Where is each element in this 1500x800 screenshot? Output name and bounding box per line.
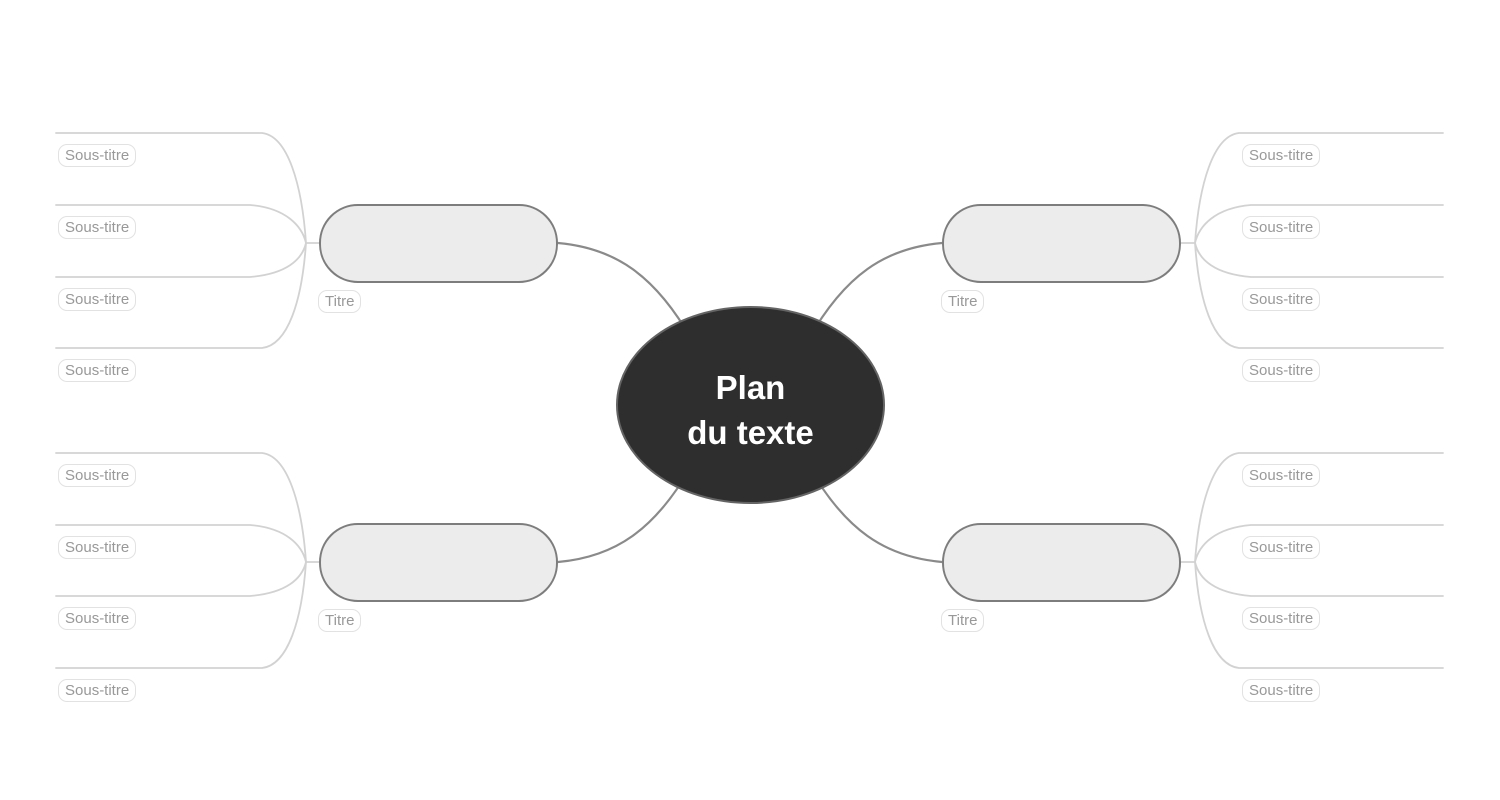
subtopic-connector-line xyxy=(1194,132,1444,244)
subtopic-connector-line xyxy=(1194,204,1444,244)
subtitle-label[interactable]: Sous-titre xyxy=(58,216,137,239)
branch-node-bottom-left[interactable] xyxy=(319,523,558,602)
subtitle-label[interactable]: Sous-titre xyxy=(1242,536,1321,559)
branch-node-top-right[interactable] xyxy=(942,204,1181,283)
central-topic-label-line2: du texte xyxy=(687,414,814,451)
branch-connector-top-right xyxy=(806,241,944,342)
branch-connector-top-left xyxy=(556,241,694,342)
subtitle-label[interactable]: Sous-titre xyxy=(58,607,137,630)
subtopic-connector-line xyxy=(1194,561,1444,669)
subtopic-connector-line xyxy=(1194,524,1444,563)
branch-node-top-left[interactable] xyxy=(319,204,558,283)
subtitle-label[interactable]: Sous-titre xyxy=(1242,216,1321,239)
subtopic-connector-line xyxy=(55,132,307,244)
subtitle-label[interactable]: Sous-titre xyxy=(1242,359,1321,382)
central-topic-node[interactable]: Plan du texte xyxy=(616,306,885,504)
subtopic-connectors-top-left xyxy=(55,132,321,349)
subtopic-connectors-bottom-left xyxy=(55,452,321,669)
subtitle-label[interactable]: Sous-titre xyxy=(1242,288,1321,311)
subtopic-connector-line xyxy=(55,561,307,597)
subtopic-connector-line xyxy=(1194,561,1444,597)
subtitle-label[interactable]: Sous-titre xyxy=(1242,464,1321,487)
subtopic-connector-line xyxy=(55,242,307,278)
subtopic-connector-line xyxy=(1194,242,1444,349)
branch-title-label-top-right[interactable]: Titre xyxy=(941,290,985,313)
subtitle-label[interactable]: Sous-titre xyxy=(1242,607,1321,630)
subtopic-connector-line xyxy=(55,452,307,563)
subtopic-connector-line xyxy=(1194,242,1444,278)
subtitle-label[interactable]: Sous-titre xyxy=(58,359,137,382)
branch-title-label-top-left[interactable]: Titre xyxy=(318,290,362,313)
subtitle-label[interactable]: Sous-titre xyxy=(58,464,137,487)
subtitle-label[interactable]: Sous-titre xyxy=(58,679,137,702)
subtopic-connector-line xyxy=(55,524,307,563)
subtitle-label[interactable]: Sous-titre xyxy=(1242,144,1321,167)
subtopic-connector-line xyxy=(55,242,307,349)
branch-node-bottom-right[interactable] xyxy=(942,523,1181,602)
subtopic-connector-line xyxy=(55,561,307,669)
subtopic-connectors-top-right xyxy=(1180,132,1444,349)
subtitle-label[interactable]: Sous-titre xyxy=(1242,679,1321,702)
central-topic-label-line1: Plan xyxy=(715,369,786,406)
subtopic-connectors-bottom-right xyxy=(1180,452,1444,669)
subtopic-connector-line xyxy=(55,204,307,244)
subtitle-label[interactable]: Sous-titre xyxy=(58,144,137,167)
subtitle-label[interactable]: Sous-titre xyxy=(58,288,137,311)
subtitle-label[interactable]: Sous-titre xyxy=(58,536,137,559)
branch-title-label-bottom-right[interactable]: Titre xyxy=(941,609,985,632)
subtopic-connector-line xyxy=(1194,452,1444,563)
branch-title-label-bottom-left[interactable]: Titre xyxy=(318,609,362,632)
